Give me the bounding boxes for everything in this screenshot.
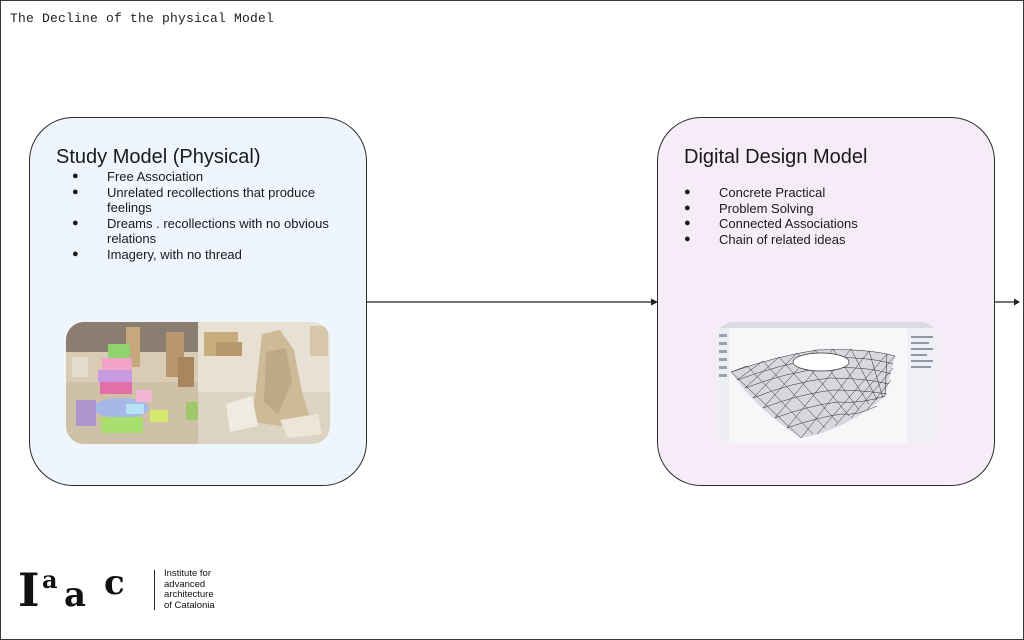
svg-text:I: I bbox=[18, 566, 40, 612]
connector-arrow bbox=[367, 298, 658, 306]
logo-caption: Institute for advanced architecture of C… bbox=[164, 568, 215, 611]
outgoing-arrow bbox=[995, 298, 1020, 306]
list-item: ●Problem Solving bbox=[684, 200, 814, 216]
list-item: ●Dreams . recollections with no obvious … bbox=[72, 215, 329, 247]
bullet-icon: ● bbox=[72, 216, 79, 229]
list-item: ●Imagery, with no thread bbox=[72, 246, 242, 262]
svg-text:c: c bbox=[104, 566, 125, 603]
list-item: ●Unrelated recollections that produce fe… bbox=[72, 184, 316, 216]
digital-design-bullets: ●Concrete Practical ●Problem Solving ●Co… bbox=[684, 185, 964, 247]
bullet-icon: ● bbox=[684, 217, 691, 229]
svg-text:a: a bbox=[64, 575, 86, 612]
digital-mesh-screenshot bbox=[717, 322, 937, 444]
study-model-bullets: ●Free Association ●Unrelated recollectio… bbox=[72, 169, 332, 262]
study-model-title: Study Model (Physical) bbox=[56, 146, 261, 168]
iaac-logo: I a a c bbox=[18, 563, 148, 617]
slide-title: The Decline of the physical Model bbox=[10, 11, 275, 26]
list-item: ●Free Association bbox=[72, 169, 204, 184]
bullet-icon: ● bbox=[72, 170, 79, 182]
bullet-icon: ● bbox=[72, 185, 79, 198]
physical-models-photo bbox=[66, 322, 330, 444]
svg-text:a: a bbox=[42, 566, 58, 594]
list-item: ●Connected Associations bbox=[684, 216, 858, 231]
list-item: ●Chain of related ideas bbox=[684, 231, 846, 247]
bullet-icon: ● bbox=[72, 247, 79, 260]
digital-design-title: Digital Design Model bbox=[684, 146, 868, 168]
study-model-card: Study Model (Physical) ●Free Association… bbox=[29, 117, 367, 486]
bullet-icon: ● bbox=[684, 201, 691, 214]
bullet-icon: ● bbox=[684, 232, 691, 245]
logo-divider bbox=[154, 570, 155, 610]
list-item: ●Concrete Practical bbox=[684, 185, 826, 200]
digital-design-card: Digital Design Model ●Concrete Practical… bbox=[657, 117, 995, 486]
bullet-icon: ● bbox=[684, 186, 691, 198]
